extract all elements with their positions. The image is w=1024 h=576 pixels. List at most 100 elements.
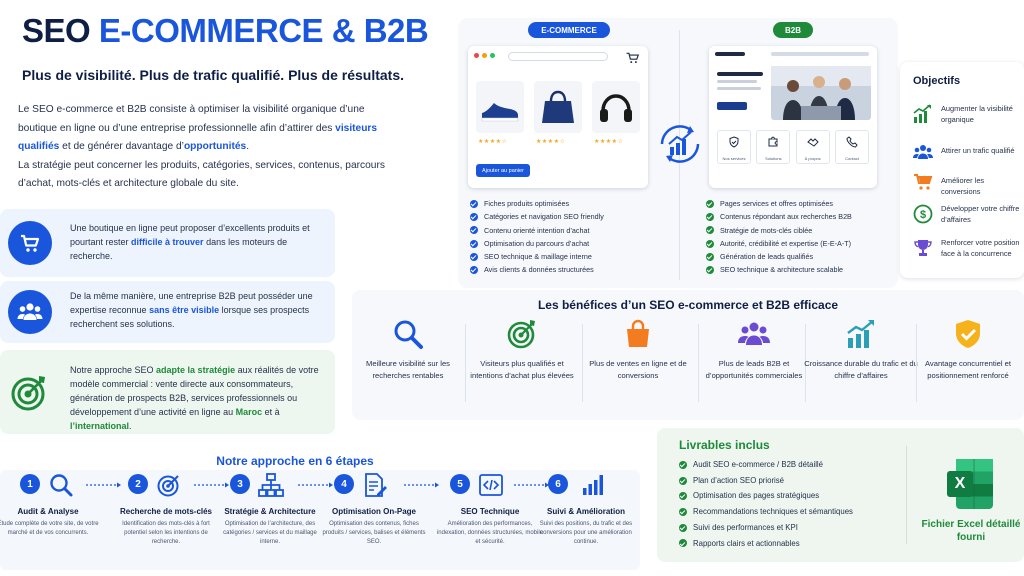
intro-p2: La stratégie peut concerner les produits… <box>18 159 385 190</box>
step-title: Optimisation On-Page <box>331 507 416 516</box>
step-desc: Optimisation de l’architecture, des caté… <box>223 521 317 545</box>
tile-label: Nos services <box>722 156 746 161</box>
step-number: 3 <box>230 474 250 494</box>
rating-stars: ★★★★☆ <box>536 139 566 145</box>
card1-highlight: difficile à trouver <box>131 237 204 247</box>
benefit-divider <box>465 324 466 402</box>
benefit-divider <box>582 324 583 402</box>
card3-text-a: Notre approche SEO <box>70 365 157 375</box>
title-main: SEO <box>22 12 91 49</box>
steps-panel <box>0 470 640 570</box>
users-icon <box>8 290 52 334</box>
hero-line <box>717 87 761 90</box>
product-card-sneaker[interactable] <box>476 81 524 133</box>
tile-label: À propos <box>804 156 821 161</box>
nav-bar <box>771 52 869 56</box>
leads-icon <box>738 322 770 345</box>
info-card-ecommerce: Une boutique en ligne peut proposer d’ex… <box>0 209 335 277</box>
target-icon <box>8 370 52 414</box>
step-title: Suivi & Amélioration <box>547 507 625 516</box>
page-title: SEO E-COMMERCE & B2B <box>22 12 429 50</box>
handbag-icon <box>542 90 574 123</box>
dotted-arrow-icon <box>514 482 549 488</box>
b2b-mockup: Nos services Solutions À propos Contact <box>709 46 877 188</box>
product-card-bag[interactable] <box>534 81 582 133</box>
step-number: 2 <box>128 474 148 494</box>
list-item: Pages services et offres optimisées <box>706 197 852 210</box>
list-item: Stratégie de mots-clés ciblée <box>706 224 852 237</box>
deliverables-divider <box>906 446 907 544</box>
benefit-item: Avantage concurrentiel et positionnement… <box>914 318 1022 410</box>
list-item: Avis clients & données structurées <box>470 263 604 276</box>
rating-stars: ★★★★☆ <box>594 139 624 145</box>
step-title: Stratégie & Architecture <box>224 507 316 516</box>
benefit-label: Croissance durable du trafic et du chiff… <box>804 359 918 380</box>
target-icon <box>157 475 179 497</box>
phone-icon <box>846 136 858 148</box>
list-item: Génération de leads qualifiés <box>706 250 852 263</box>
list-item: Rapports clairs et actionnables <box>679 536 853 552</box>
tile-about[interactable]: À propos <box>795 130 830 164</box>
list-item: SEO technique & maillage interne <box>470 250 604 263</box>
headphones-icon <box>600 94 632 122</box>
benefit-item: Visiteurs plus qualifiés et intentions d… <box>464 318 580 410</box>
add-to-cart-button[interactable]: Ajouter au panier <box>476 164 530 177</box>
list-item: Optimisation du parcours d’achat <box>470 237 604 250</box>
b2b-tiles: Nos services Solutions À propos Contact <box>717 130 869 164</box>
step-title: Audit & Analyse <box>17 507 79 516</box>
card1-text-c: dans les moteurs de recherche. <box>70 237 288 261</box>
cart-icon <box>914 174 933 190</box>
handshake-icon <box>806 138 819 147</box>
title-accent: E-COMMERCE & B2B <box>98 12 429 49</box>
list-item: Contenu orienté intention d’achat <box>470 224 604 237</box>
steps-title: Notre approche en 6 étapes <box>216 454 374 468</box>
objective-label: Augmenter la visibilité organique <box>941 104 1013 124</box>
benefit-label: Plus de leads B2B et d’opportunités comm… <box>705 359 803 380</box>
shield-check-icon <box>956 320 980 348</box>
info-card-approach: Notre approche SEO adapte la stratégie a… <box>0 350 335 434</box>
list-item: Fiches produits optimisées <box>470 197 604 210</box>
product-card-headphones[interactable] <box>592 81 640 133</box>
benefit-item: Plus de ventes en ligne et de conversion… <box>580 318 696 410</box>
business-team-photo <box>771 66 871 120</box>
hero-cta-button[interactable] <box>717 102 747 110</box>
objective-label: Améliorer les conversions <box>941 176 985 196</box>
intro-p1-a: Le SEO e-commerce et B2B consiste à opti… <box>18 104 365 134</box>
growth-cycle-icon <box>660 125 700 163</box>
b2b-pill: B2B <box>773 22 813 38</box>
step-desc: Optimisation des contenus, fiches produi… <box>322 521 426 545</box>
list-item: Catégories et navigation SEO friendly <box>470 210 604 223</box>
ecommerce-mockup: ★★★★☆ ★★★★☆ ★★★★☆ Ajouter au panier <box>468 46 648 188</box>
shopping-bag-icon <box>627 319 649 347</box>
tile-label: Solutions <box>765 156 782 161</box>
dotted-arrow-icon <box>194 482 229 488</box>
benefit-label: Visiteurs plus qualifiés et intentions d… <box>470 359 574 380</box>
benefit-item: Meilleure visibilité sur les recherches … <box>350 318 466 410</box>
dollar-icon: $ <box>913 204 933 224</box>
card3-text-c: aux réalités de votre modèle commercial … <box>70 365 319 417</box>
objective-label: Développer votre chiffre d’affaires <box>941 204 1020 224</box>
step-title: Recherche de mots-clés <box>119 507 213 516</box>
list-item: Suivi des performances et KPI <box>679 520 853 536</box>
step-desc: Suivi des positions, du trafic et des co… <box>539 521 633 545</box>
benefits-title: Les bénéfices d’un SEO e-commerce et B2B… <box>537 298 839 312</box>
logo-bar <box>715 52 745 56</box>
dotted-arrow-icon <box>404 482 439 488</box>
b2b-checklist: Pages services et offres optimisées Cont… <box>706 197 852 277</box>
deliverables-list: Audit SEO e-commerce / B2B détaillé Plan… <box>679 457 853 551</box>
card3-highlight: adapte la stratégie <box>156 365 236 375</box>
bar-chart-icon <box>583 475 603 495</box>
search-input[interactable] <box>508 52 608 61</box>
tile-services[interactable]: Nos services <box>717 130 751 164</box>
benefit-label: Meilleure visibilité sur les recherches … <box>366 359 450 380</box>
tile-contact[interactable]: Contact <box>834 130 869 164</box>
list-item: Audit SEO e-commerce / B2B détaillé <box>679 457 853 473</box>
svg-text:$: $ <box>920 209 926 221</box>
cart-icon <box>8 221 52 265</box>
tile-solutions[interactable]: Solutions <box>756 130 791 164</box>
window-dots <box>474 53 495 58</box>
cart-icon[interactable] <box>626 52 640 64</box>
excel-letter: X <box>954 475 966 492</box>
shield-check-icon <box>729 136 739 148</box>
list-item: Plan d’action SEO priorisé <box>679 473 853 489</box>
